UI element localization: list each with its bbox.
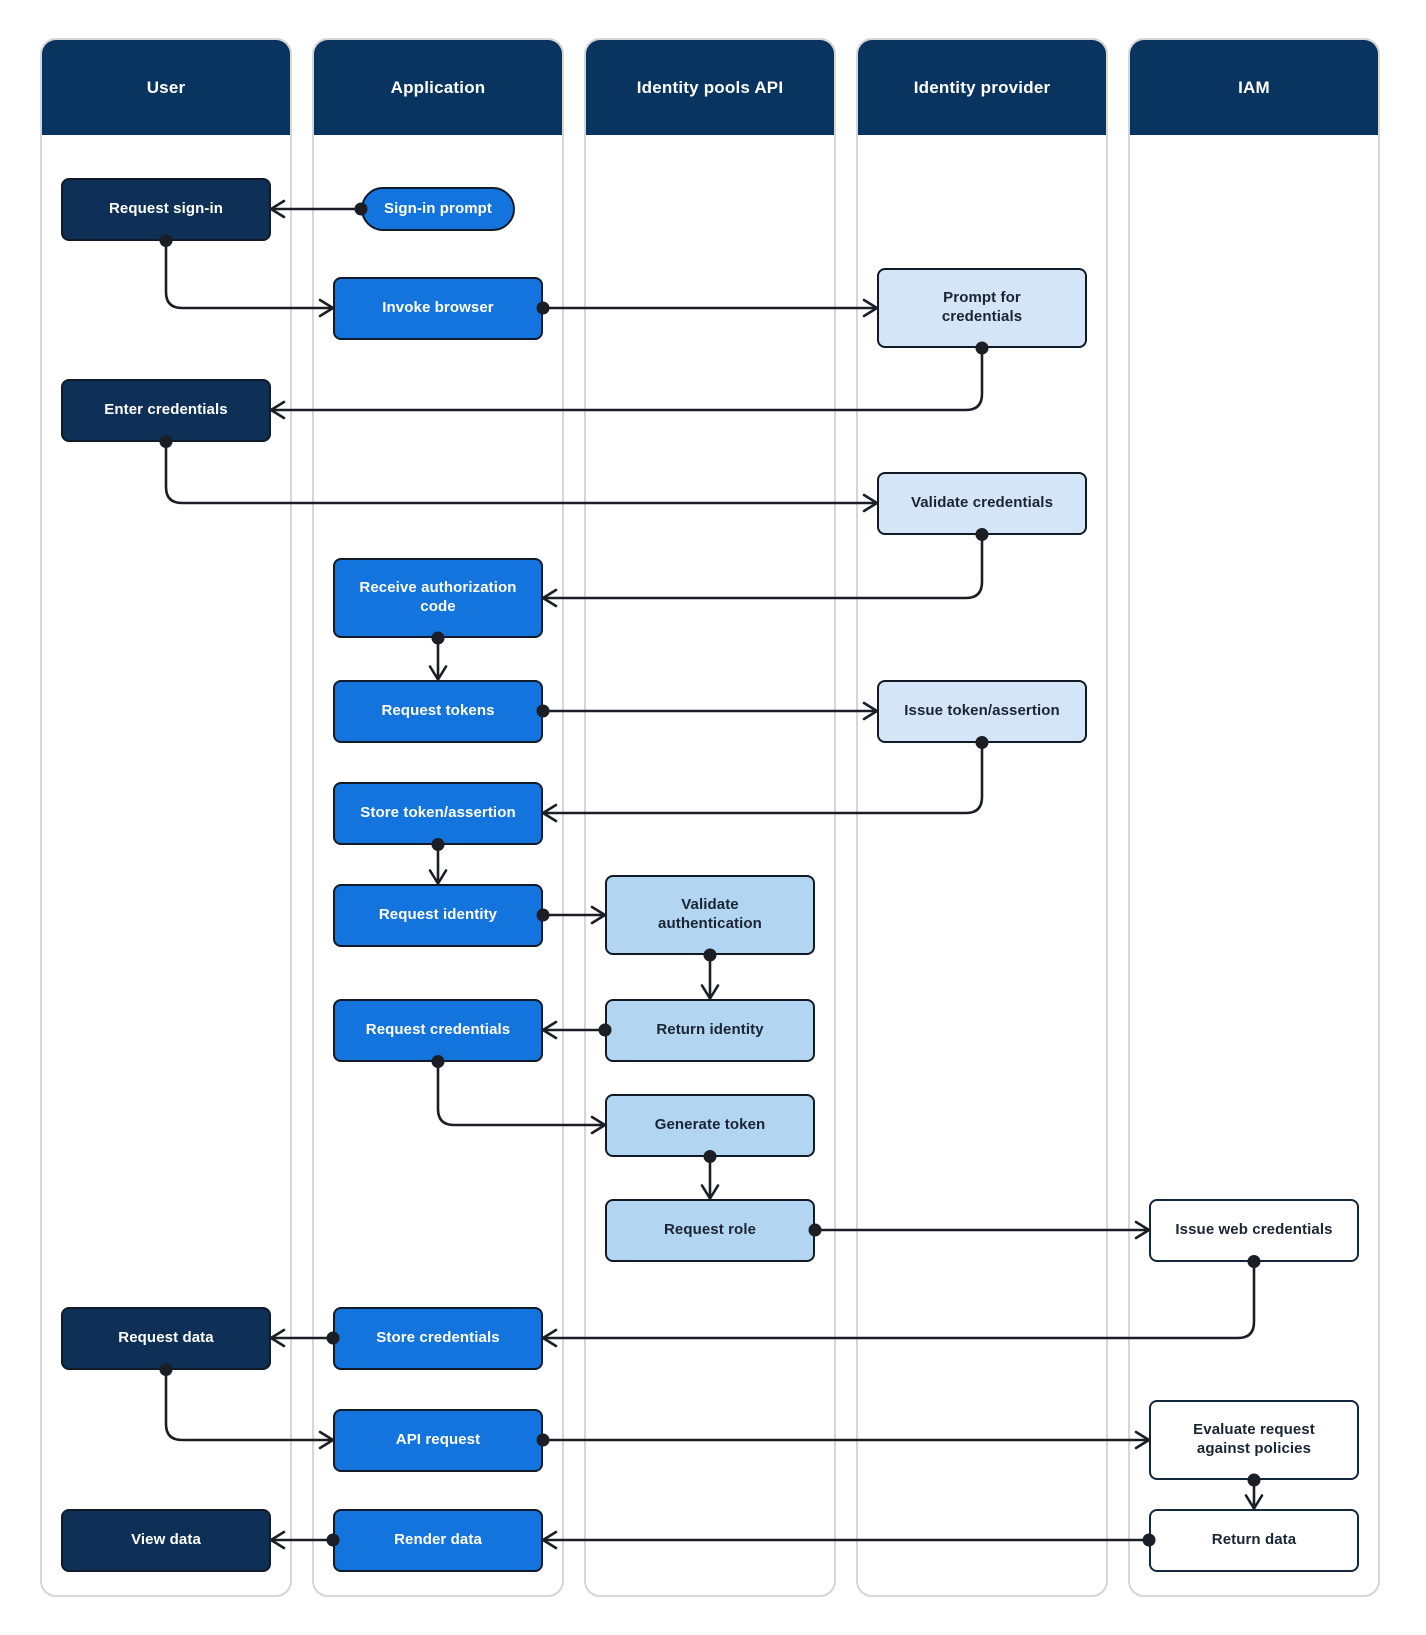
node-label: Return data [1211, 1530, 1297, 1548]
node-store-credentials: Store credentials [333, 1306, 543, 1370]
node-request-tokens: Request tokens [333, 679, 543, 743]
node-request-sign-in: Request sign-in [61, 177, 271, 241]
node-label: Issue token/assertion [904, 701, 1060, 719]
node-label: Validate authentication [658, 896, 762, 932]
lane-title: Application [390, 77, 486, 97]
node-label: Return identity [656, 1020, 764, 1038]
lane-header-iam: IAM [1130, 40, 1378, 135]
node-generate-token: Generate token [605, 1093, 815, 1157]
node-request-data: Request data [61, 1306, 271, 1370]
node-issue-token-assertion: Issue token/assertion [877, 679, 1087, 743]
node-request-role: Request role [605, 1198, 815, 1262]
node-invoke-browser: Invoke browser [333, 276, 543, 340]
node-label: Store token/assertion [360, 803, 516, 821]
node-api-request: API request [333, 1408, 543, 1472]
node-label: Issue web credentials [1175, 1220, 1333, 1238]
node-label: Evaluate request against policies [1193, 1421, 1315, 1457]
lane-identity-pools-api: Identity pools API [584, 38, 836, 1597]
node-label: Generate token [654, 1115, 766, 1133]
node-render-data: Render data [333, 1508, 543, 1572]
node-return-data: Return data [1149, 1508, 1359, 1572]
lane-title: User [146, 77, 186, 97]
node-label: Request data [118, 1328, 214, 1346]
node-label: Prompt for credentials [941, 289, 1023, 325]
node-validate-credentials: Validate credentials [877, 471, 1087, 535]
lane-header-identity-provider: Identity provider [858, 40, 1106, 135]
lane-header-identity-pools-api: Identity pools API [586, 40, 834, 135]
node-enter-credentials: Enter credentials [61, 378, 271, 442]
lane-title: Identity pools API [636, 77, 784, 97]
lane-title: Identity provider [913, 77, 1051, 97]
node-label: Store credentials [376, 1328, 500, 1346]
node-view-data: View data [61, 1508, 271, 1572]
node-sign-in-prompt: Sign-in prompt [361, 187, 515, 231]
lane-title: IAM [1238, 77, 1270, 97]
node-label: Validate credentials [910, 493, 1054, 511]
lane-header-application: Application [314, 40, 562, 135]
node-label: Request tokens [381, 701, 495, 719]
node-request-identity: Request identity [333, 883, 543, 947]
node-label: Request role [663, 1220, 757, 1238]
node-label: Enter credentials [104, 400, 228, 418]
lane-iam: IAM [1128, 38, 1380, 1597]
node-evaluate-request: Evaluate request against policies [1149, 1400, 1359, 1480]
node-label: Invoke browser [382, 298, 494, 316]
node-label: API request [395, 1430, 481, 1448]
node-store-token-assertion: Store token/assertion [333, 781, 543, 845]
lane-header-user: User [42, 40, 290, 135]
node-label: Render data [394, 1530, 482, 1548]
node-prompt-for-credentials: Prompt for credentials [877, 268, 1087, 348]
node-validate-authentication: Validate authentication [605, 875, 815, 955]
node-label: Sign-in prompt [383, 199, 493, 217]
node-label: Request credentials [365, 1020, 511, 1038]
node-label: Request identity [378, 905, 498, 923]
node-receive-auth-code: Receive authorization code [333, 558, 543, 638]
node-label: Receive authorization code [359, 579, 517, 615]
node-label: View data [131, 1530, 201, 1548]
node-issue-web-credentials: Issue web credentials [1149, 1198, 1359, 1262]
node-label: Request sign-in [108, 199, 223, 217]
node-return-identity: Return identity [605, 998, 815, 1062]
node-request-credentials: Request credentials [333, 998, 543, 1062]
